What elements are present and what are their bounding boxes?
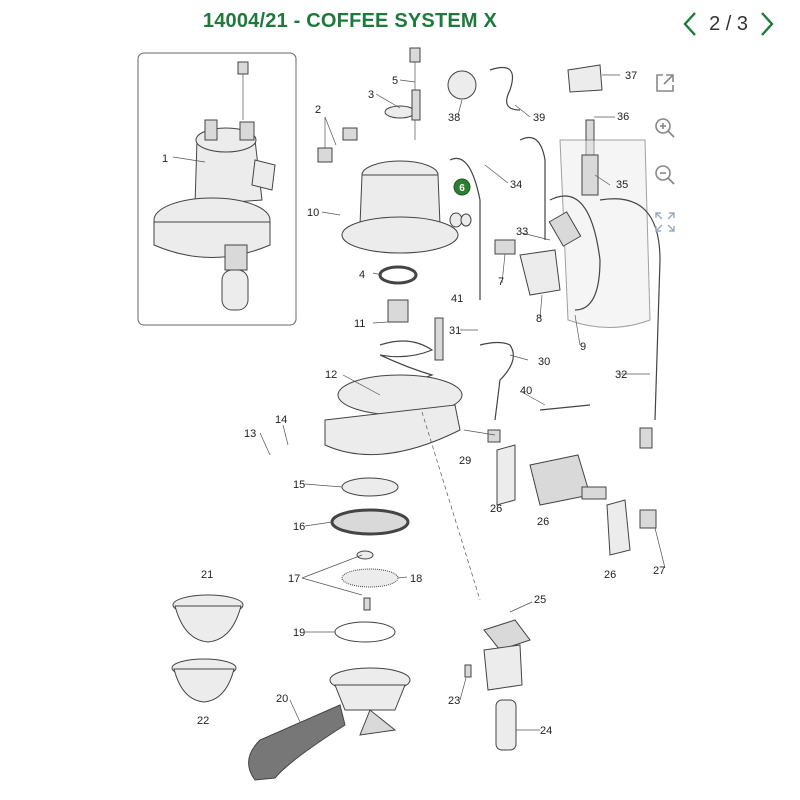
fullscreen-icon — [655, 212, 675, 232]
callout-35[interactable]: 35 — [616, 179, 628, 191]
callout-33[interactable]: 33 — [516, 226, 528, 238]
page-current: 2 — [709, 12, 721, 35]
callout-3[interactable]: 3 — [368, 89, 374, 101]
callout-12[interactable]: 12 — [325, 369, 337, 381]
chevron-left-icon — [683, 12, 696, 36]
callout-32[interactable]: 32 — [615, 369, 627, 381]
page-indicator: 2 / 3 — [705, 13, 752, 36]
next-page-button[interactable] — [756, 9, 778, 39]
callout-30[interactable]: 30 — [538, 356, 550, 368]
callout-23[interactable]: 23 — [448, 695, 460, 707]
portafilter — [248, 667, 411, 781]
page-total: 3 — [736, 12, 748, 35]
zoom-in-icon — [655, 118, 675, 138]
callout-38[interactable]: 38 — [448, 112, 460, 124]
callout-21[interactable]: 21 — [201, 569, 213, 581]
boiler-body — [341, 160, 459, 254]
page-separator: / — [725, 12, 732, 35]
solenoid-valve — [464, 619, 531, 751]
open-external-button[interactable] — [650, 68, 680, 98]
callout-37[interactable]: 37 — [625, 70, 637, 82]
callout-10[interactable]: 10 — [307, 207, 319, 219]
callout-36[interactable]: 36 — [617, 111, 629, 123]
callout-13[interactable]: 13 — [244, 428, 256, 440]
callout-39[interactable]: 39 — [533, 112, 545, 124]
callout-22[interactable]: 22 — [197, 715, 209, 727]
zoom-out-button[interactable] — [650, 160, 680, 190]
callout-27[interactable]: 27 — [653, 565, 665, 577]
callout-6: 6 — [459, 183, 465, 194]
callout-5[interactable]: 5 — [392, 75, 398, 87]
callout-16[interactable]: 16 — [293, 521, 305, 533]
callout-29[interactable]: 29 — [459, 455, 471, 467]
prev-page-button[interactable] — [679, 9, 701, 39]
callout-9[interactable]: 9 — [580, 341, 586, 353]
zoom-in-button[interactable] — [650, 113, 680, 143]
callout-18[interactable]: 18 — [410, 573, 422, 585]
pager: 2 / 3 — [679, 8, 778, 40]
page-title: 14004/21 - COFFEE SYSTEM X — [202, 10, 498, 32]
callout-24[interactable]: 24 — [540, 725, 552, 737]
callout-17[interactable]: 17 — [288, 573, 300, 585]
callout-26-c[interactable]: 26 — [604, 569, 616, 581]
callout-34[interactable]: 34 — [510, 179, 522, 191]
callout-1[interactable]: 1 — [162, 153, 168, 165]
vibration-pump — [496, 444, 631, 556]
callout-19[interactable]: 19 — [293, 627, 305, 639]
chevron-right-icon — [761, 12, 774, 36]
callout-20[interactable]: 20 — [276, 693, 288, 705]
callout-40[interactable]: 40 — [520, 385, 532, 397]
part-4-gasket — [378, 265, 418, 285]
pressure-gauge — [447, 70, 477, 100]
callout-6-badge — [453, 178, 471, 196]
callout-26-b[interactable]: 26 — [537, 516, 549, 528]
external-link-icon — [656, 74, 674, 92]
callout-25[interactable]: 25 — [534, 594, 546, 606]
callout-8[interactable]: 8 — [536, 313, 542, 325]
inset-assembly — [137, 52, 297, 326]
callout-11[interactable]: 11 — [354, 318, 365, 330]
callout-14[interactable]: 14 — [275, 414, 287, 426]
callout-31[interactable]: 31 — [449, 325, 461, 337]
callout-6-selected[interactable]: 6 — [453, 178, 471, 196]
callout-7[interactable]: 7 — [498, 276, 504, 288]
callout-15[interactable]: 15 — [293, 479, 305, 491]
fullscreen-button[interactable] — [650, 207, 680, 237]
callout-26-a[interactable]: 26 — [490, 503, 502, 515]
brew-group-body — [324, 404, 461, 456]
zoom-out-icon — [655, 165, 675, 185]
callout-41[interactable]: 41 — [451, 293, 463, 305]
callout-2[interactable]: 2 — [315, 104, 321, 116]
callout-4[interactable]: 4 — [359, 269, 365, 281]
